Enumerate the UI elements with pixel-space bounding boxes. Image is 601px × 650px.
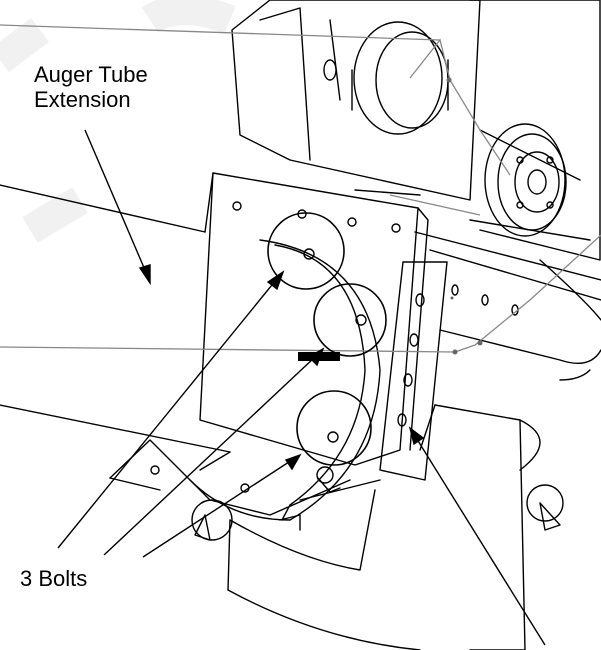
bolt-highlight-circle-3 — [296, 390, 372, 466]
bolt-highlight-circle-2 — [313, 283, 387, 357]
leader-arrow-bolt-3 — [142, 453, 302, 558]
three-bolts-label: 3 Bolts — [20, 566, 88, 591]
clevis-pin-right — [526, 484, 564, 531]
auger-tube — [0, 184, 601, 471]
mounting-plate — [199, 172, 519, 481]
watermark — [0, 0, 236, 243]
upper-housing — [231, 0, 601, 261]
bolt-nut — [316, 466, 341, 493]
leader-arrow-bolt-1 — [57, 270, 285, 549]
spout — [227, 404, 541, 650]
auger-tube-extension-line1: Auger Tube — [34, 62, 148, 87]
line-nodes — [446, 77, 483, 355]
auger-tube-extension-line2: Extension — [34, 87, 131, 112]
clevis-pin-left — [191, 499, 233, 541]
auger-tube-extension-label: Auger Tube Extension — [34, 62, 148, 112]
leader-arrow-auger-tube — [84, 129, 151, 286]
bolt-highlight-circle-1 — [267, 212, 345, 290]
pulley — [469, 123, 591, 241]
leader-arrow-bracket — [408, 426, 546, 646]
leader-arrow-bolt-2 — [103, 347, 325, 556]
